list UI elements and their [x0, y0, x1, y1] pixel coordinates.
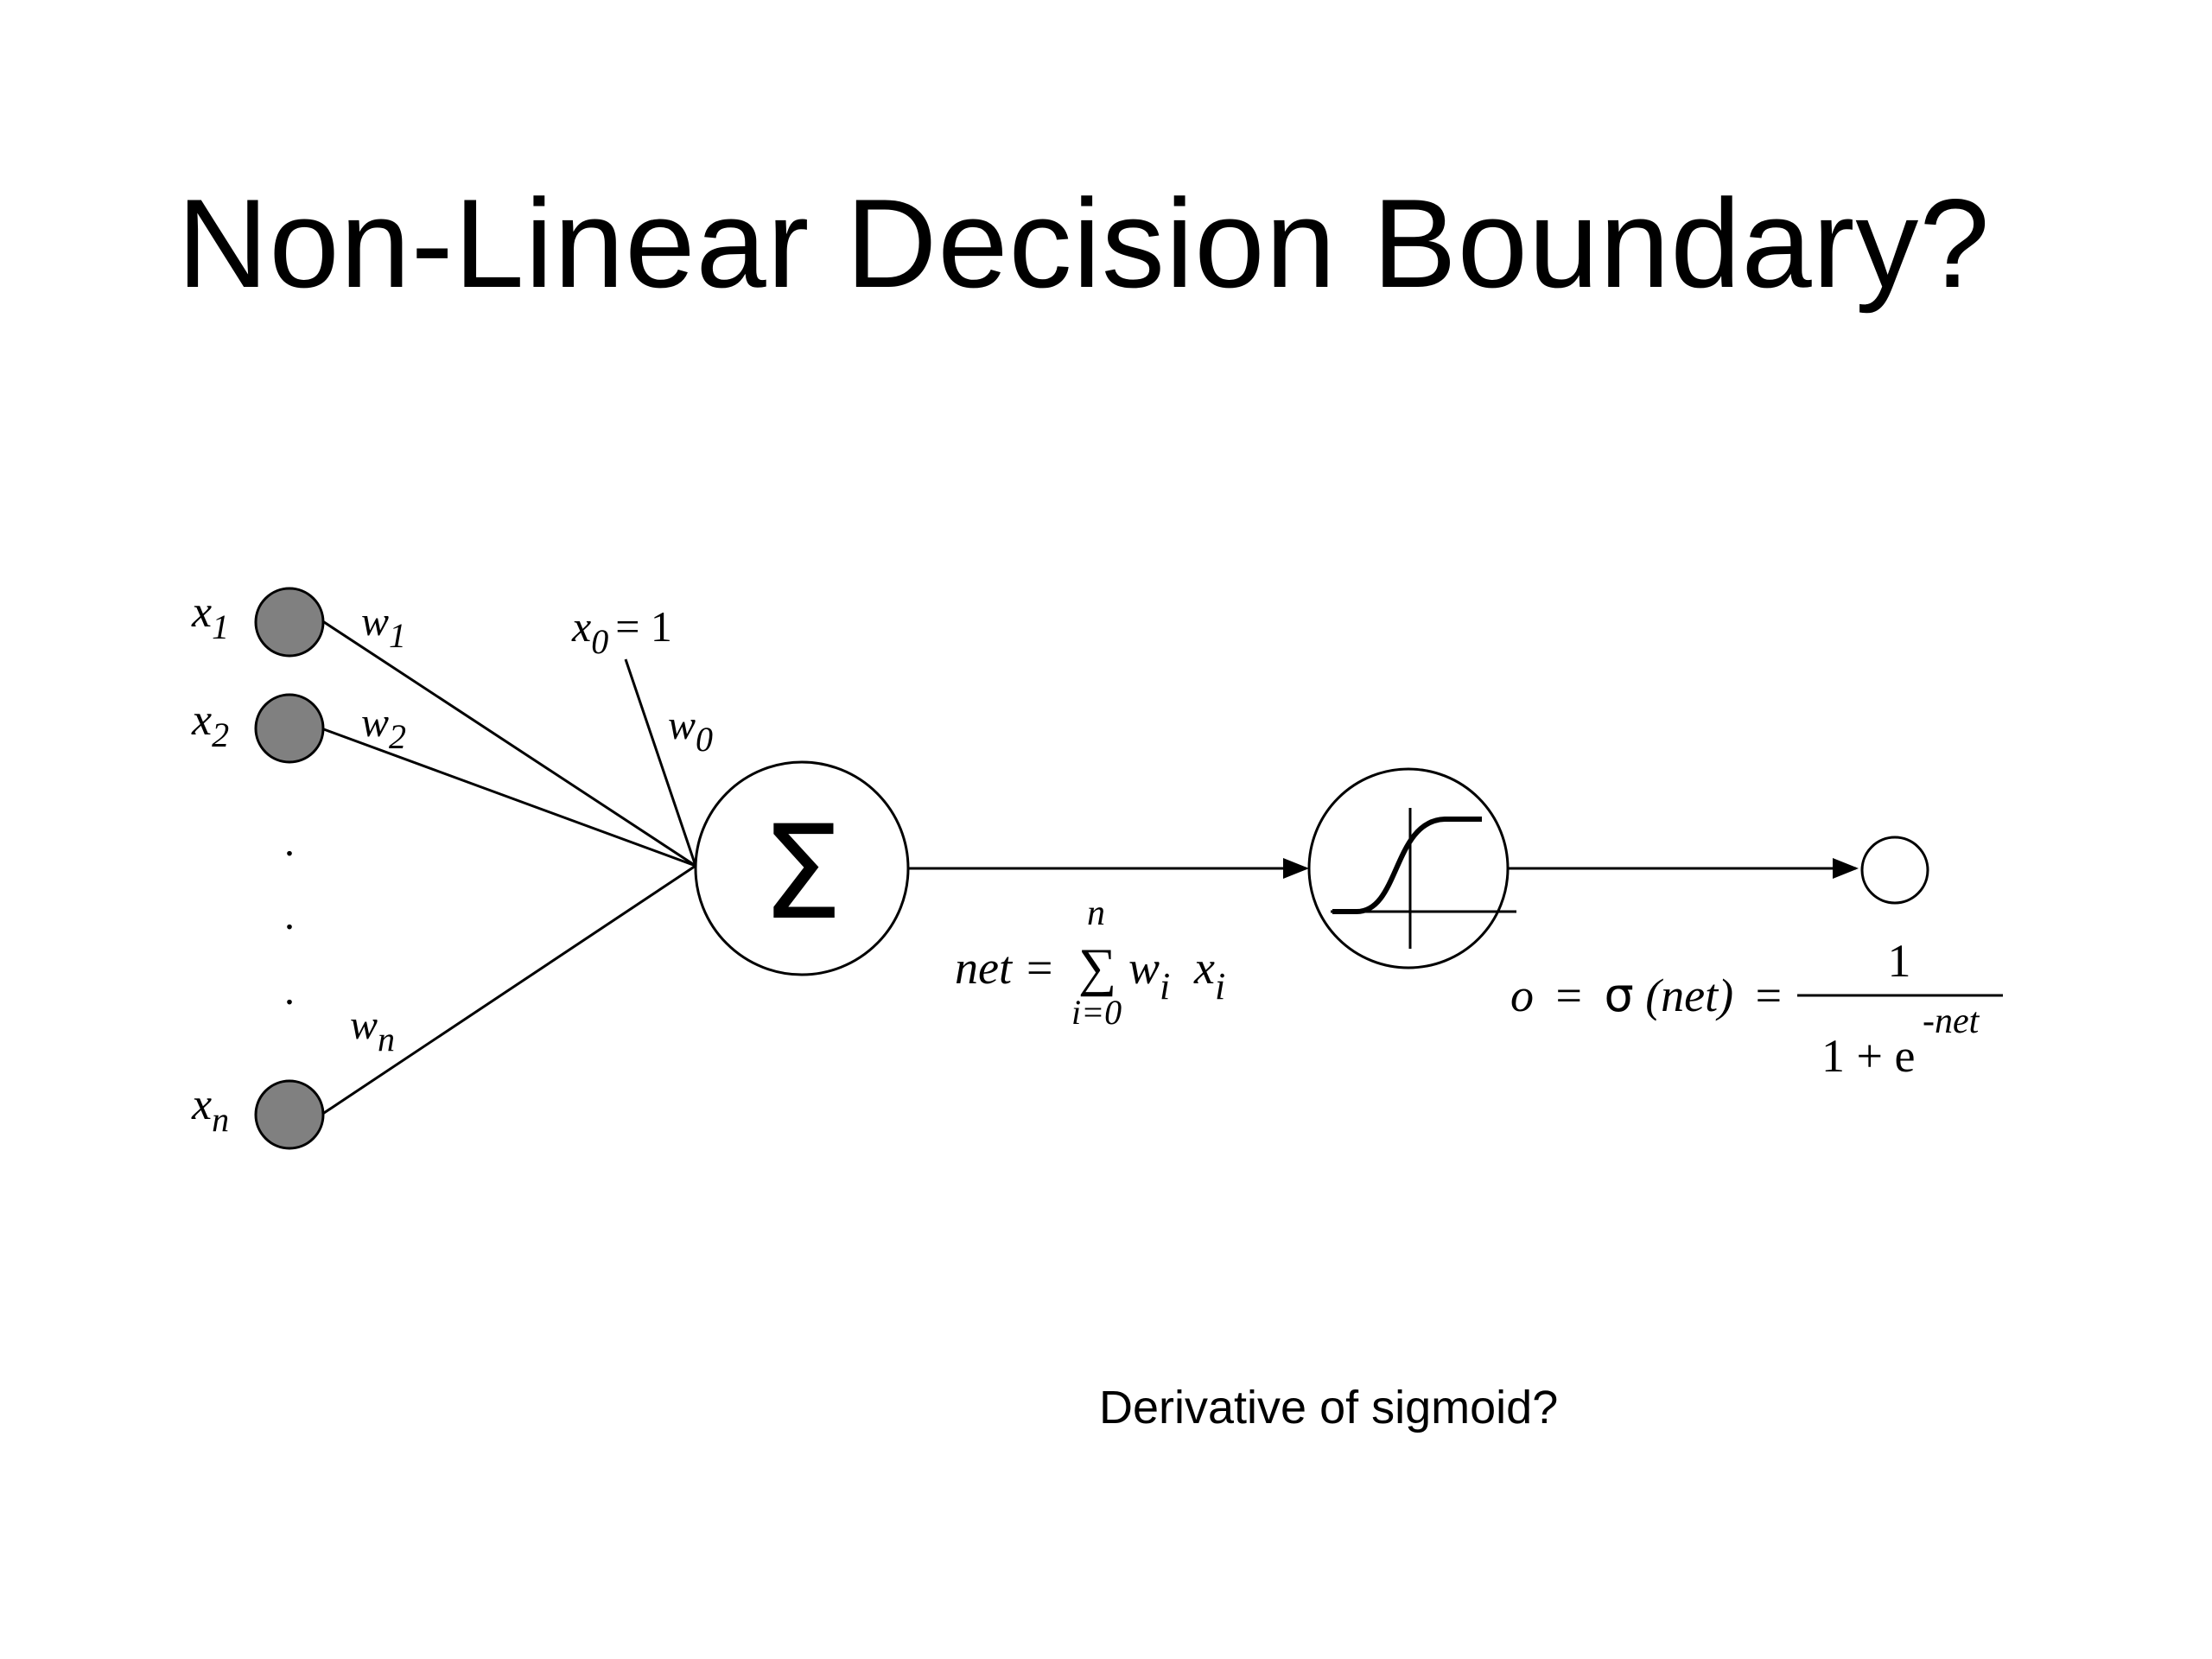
- svg-text:o = σ: o = σ (net) =: [1510, 968, 1782, 1022]
- svg-text:1 + e: 1 + e: [1821, 1030, 1915, 1082]
- input-node-x2: [254, 693, 325, 764]
- svg-text:n: n: [1087, 893, 1105, 933]
- sigmoid-curve: [1332, 817, 1482, 914]
- weight-label-wn: wn: [350, 1002, 395, 1058]
- svg-text:wi: wi: [1128, 942, 1170, 1007]
- ellipsis-dot-1: .: [284, 819, 295, 865]
- ellipsis-dot-3: .: [284, 968, 295, 1014]
- sigmoid-formula: o = σ (net) = 1 1 + e -net: [1510, 935, 2003, 1082]
- ellipsis-dot-2: .: [284, 893, 295, 938]
- input-label-xn: xn: [191, 1080, 229, 1139]
- svg-text:xi: xi: [1193, 942, 1225, 1007]
- edge-x2: [321, 727, 696, 868]
- svg-text:∑: ∑: [1078, 938, 1116, 997]
- net-formula: net = ∑ n i=0 wi xi: [955, 893, 1225, 1032]
- svg-text:1: 1: [1888, 935, 1911, 987]
- weight-label-w2: w2: [361, 700, 406, 756]
- bias-weight-w0: w0: [668, 702, 713, 759]
- input-label-x1: x1: [191, 588, 229, 646]
- summation-symbol: Σ: [761, 798, 843, 949]
- edge-xn: [321, 864, 696, 1116]
- edge-x0: [624, 658, 697, 867]
- svg-text:net =: net =: [955, 942, 1055, 994]
- svg-text:-net: -net: [1923, 1001, 1980, 1041]
- edge-x1: [321, 619, 696, 868]
- slide-caption: Derivative of sigmoid?: [1099, 1382, 1559, 1433]
- input-node-xn: [254, 1079, 325, 1150]
- output-node: [1860, 836, 1929, 905]
- slide-title: Non-Linear Decision Boundary?: [177, 173, 1991, 314]
- activation-node: [1307, 767, 1510, 969]
- input-node-x1: [254, 587, 325, 658]
- svg-text:i=0: i=0: [1071, 993, 1122, 1032]
- weight-label-w1: w1: [361, 599, 406, 655]
- bias-label-x0: x0= 1: [571, 602, 672, 661]
- input-label-x2: x2: [191, 696, 229, 754]
